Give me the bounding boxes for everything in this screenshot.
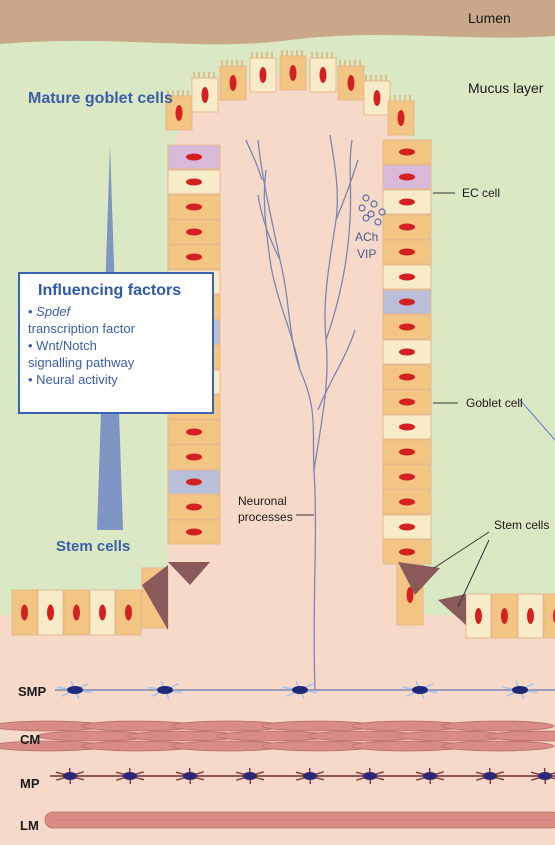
vip-label: VIP <box>357 247 376 261</box>
nucleus <box>399 549 415 556</box>
soma <box>157 686 173 694</box>
soma <box>243 772 257 780</box>
mucus-layer-label: Mucus layer <box>468 80 543 96</box>
nucleus <box>527 608 534 624</box>
nucleus <box>399 474 415 481</box>
nucleus <box>186 529 202 536</box>
bullet: • <box>28 338 36 353</box>
soma <box>63 772 77 780</box>
nucleus <box>348 75 355 91</box>
soma <box>183 772 197 780</box>
nucleus <box>399 449 415 456</box>
nucleus <box>399 324 415 331</box>
mature-goblet-cells-label: Mature goblet cells <box>28 90 173 108</box>
nucleus <box>399 274 415 281</box>
nucleus <box>186 204 202 211</box>
soma <box>67 686 83 694</box>
nucleus <box>186 504 202 511</box>
nucleus <box>73 605 80 621</box>
nucleus <box>399 399 415 406</box>
nucleus <box>186 429 202 436</box>
nucleus <box>47 605 54 621</box>
cm-label: CM <box>20 732 40 747</box>
nucleus <box>125 605 132 621</box>
nucleus <box>399 174 415 181</box>
ach-label: ACh <box>355 230 378 244</box>
bullet: • <box>28 304 36 319</box>
nucleus <box>399 374 415 381</box>
nucleus <box>230 75 237 91</box>
nucleus <box>99 605 106 621</box>
nucleus <box>399 424 415 431</box>
nucleus <box>186 454 202 461</box>
influencing-factors-box: Influencing factors • Spdef transcriptio… <box>18 272 214 414</box>
factor-item-2a: Wnt/Notch <box>36 338 97 353</box>
nucleus <box>399 199 415 206</box>
nucleus <box>202 87 209 103</box>
factor-item-1-italic: Spdef <box>36 304 70 319</box>
nucleus <box>399 499 415 506</box>
nucleus <box>475 608 482 624</box>
soma <box>123 772 137 780</box>
factor-item-1-rest: transcription factor <box>28 320 206 337</box>
nucleus <box>399 249 415 256</box>
factor-item-2: • Wnt/Notch <box>28 337 206 354</box>
soma <box>303 772 317 780</box>
soma <box>483 772 497 780</box>
muscle-fiber <box>442 721 554 731</box>
neuronal-label: Neuronal <box>238 494 287 508</box>
soma <box>292 686 308 694</box>
nucleus <box>176 105 183 121</box>
processes-label: processes <box>238 510 293 524</box>
nucleus <box>290 65 297 81</box>
nucleus <box>186 154 202 161</box>
nucleus <box>399 299 415 306</box>
stem-cells-right-label: Stem cells <box>494 518 549 532</box>
nucleus <box>399 524 415 531</box>
nucleus <box>399 149 415 156</box>
soma <box>538 772 552 780</box>
soma <box>423 772 437 780</box>
factor-item-1: • Spdef <box>28 303 206 320</box>
nucleus <box>186 479 202 486</box>
factor-item-2b: signalling pathway <box>28 354 206 371</box>
lm-label: LM <box>20 818 39 833</box>
goblet-cell-label: Goblet cell <box>466 396 523 410</box>
nucleus <box>320 67 327 83</box>
nucleus <box>186 254 202 261</box>
factor-item-3: • Neural activity <box>28 371 206 388</box>
soma <box>363 772 377 780</box>
nucleus <box>398 110 405 126</box>
nucleus <box>374 90 381 106</box>
muscle-fiber <box>442 741 554 751</box>
factor-item-3-text: Neural activity <box>36 372 118 387</box>
nucleus <box>186 179 202 186</box>
bullet: • <box>28 372 36 387</box>
soma <box>512 686 528 694</box>
soma <box>412 686 428 694</box>
smp-label: SMP <box>18 684 46 699</box>
nucleus <box>399 349 415 356</box>
mp-label: MP <box>20 776 40 791</box>
nucleus <box>21 605 28 621</box>
ec-cell-label: EC cell <box>462 186 500 200</box>
nucleus <box>186 229 202 236</box>
stem-cells-left-label: Stem cells <box>56 538 130 555</box>
nucleus <box>501 608 508 624</box>
lumen-label: Lumen <box>468 10 511 26</box>
factors-title: Influencing factors <box>28 282 206 300</box>
nucleus <box>399 224 415 231</box>
nucleus <box>260 67 267 83</box>
